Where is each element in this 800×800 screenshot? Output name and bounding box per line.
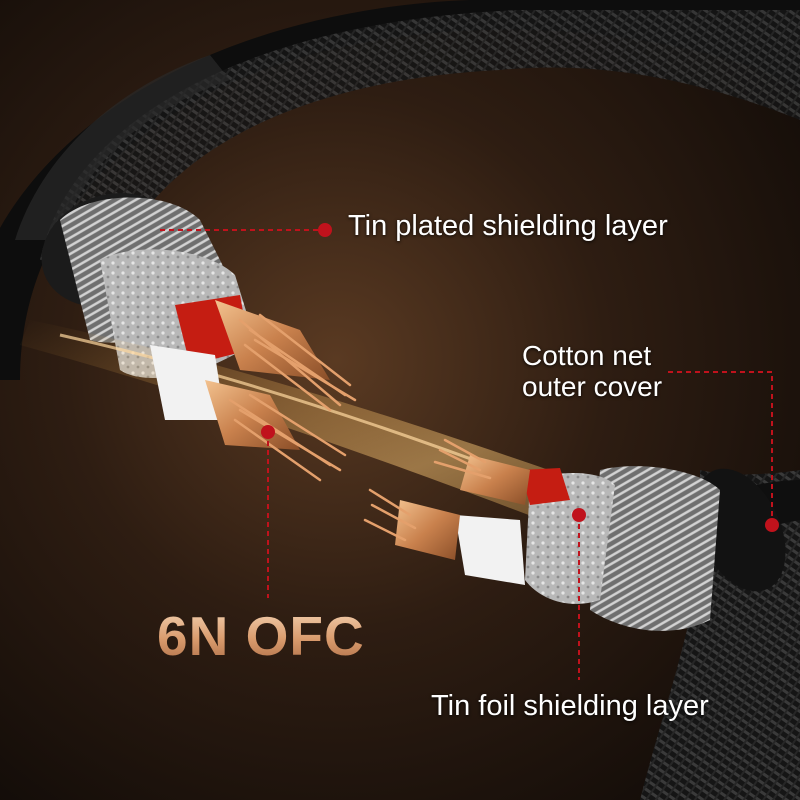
cotton-net-label-line2: outer cover bbox=[522, 371, 663, 402]
cotton-net-label: Cotton net outer cover bbox=[522, 340, 662, 402]
cotton-net-label-line1: Cotton net bbox=[522, 340, 652, 371]
conductor-material-label: 6N OFC bbox=[157, 605, 365, 667]
tin-foil-shielding-label: Tin foil shielding layer bbox=[431, 690, 709, 722]
tin-plated-shielding-label: Tin plated shielding layer bbox=[348, 210, 668, 242]
